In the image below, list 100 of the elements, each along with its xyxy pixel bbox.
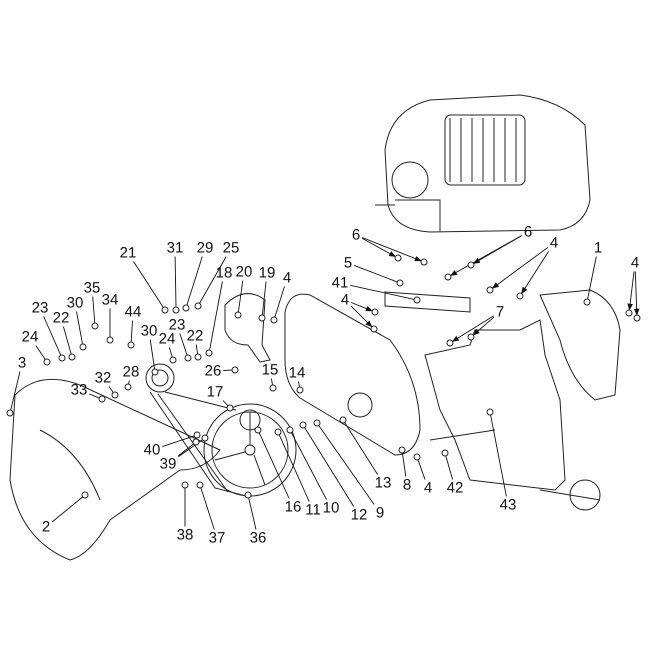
callout-number: 8 — [402, 478, 412, 492]
fastener-part — [182, 304, 190, 312]
fastener-part — [152, 368, 158, 376]
fastener-part — [196, 482, 204, 488]
callout-number: 4 — [548, 236, 560, 250]
fastener-part — [206, 350, 212, 356]
leader-line — [174, 256, 176, 308]
leader-line — [350, 306, 372, 328]
leader-line — [258, 432, 290, 499]
fastener-part — [172, 306, 180, 314]
fastener-part — [414, 454, 420, 460]
callout-number: 37 — [208, 530, 226, 546]
callout-number: 44 — [124, 304, 142, 320]
leader-line — [130, 320, 133, 342]
fastener-part — [192, 438, 200, 446]
fastener-part — [634, 314, 640, 322]
leader-line — [184, 488, 186, 527]
leader-line — [445, 455, 454, 480]
callout-number: 24 — [20, 330, 40, 344]
fastener-part — [626, 310, 632, 316]
callout-number: 28 — [122, 364, 140, 380]
fastener-part — [398, 446, 406, 454]
leader-line — [304, 427, 354, 507]
fastener-part — [194, 302, 202, 310]
fastener-part — [232, 366, 238, 374]
leader-line — [88, 394, 100, 398]
fastener-part — [396, 280, 404, 286]
leader-line — [587, 256, 597, 300]
fastener-part — [6, 410, 14, 416]
fastener-part — [124, 384, 132, 390]
callout-number: 18 — [214, 266, 234, 280]
fastener-part — [184, 354, 192, 362]
fastener-part — [182, 482, 188, 488]
leader-line — [290, 432, 327, 500]
callout-number: 4 — [422, 480, 434, 496]
leader-line — [209, 281, 223, 351]
callout-number: 42 — [446, 480, 464, 496]
leader-line — [450, 235, 522, 276]
leader-line — [521, 251, 549, 294]
leader-line — [186, 256, 203, 306]
callout-number: 13 — [374, 476, 392, 490]
fastener-part — [234, 312, 242, 318]
callout-number: 1 — [592, 240, 604, 256]
leader-line — [473, 235, 522, 264]
fastener-part — [270, 316, 278, 324]
leader-line — [92, 296, 96, 324]
leader-line — [354, 264, 398, 282]
fastener-part — [58, 354, 66, 362]
callout-number: 19 — [258, 266, 276, 280]
callout-number: 34 — [100, 292, 120, 308]
leader-line — [248, 497, 256, 530]
fastener-part — [446, 340, 454, 346]
leader-line — [402, 452, 406, 477]
fastener-part — [258, 314, 266, 322]
fastener-part — [194, 432, 200, 438]
callout-number: 43 — [498, 498, 518, 512]
fastener-part — [486, 408, 494, 416]
leader-line — [108, 386, 114, 393]
leader-line — [270, 378, 273, 386]
callout-number: 2 — [40, 520, 52, 534]
leader-line — [634, 271, 640, 316]
leader-line — [298, 381, 300, 388]
callout-number: 17 — [206, 384, 224, 400]
callout-number: 38 — [176, 528, 194, 542]
fastener-part — [92, 322, 98, 330]
fastener-part — [286, 426, 294, 434]
fastener-part — [44, 358, 50, 366]
callout-number: 3 — [16, 356, 28, 370]
fastener-part — [98, 396, 106, 402]
callout-number: 26 — [204, 364, 222, 378]
leader-line — [418, 459, 426, 480]
leader-line — [274, 286, 285, 318]
callout-number: 40 — [142, 442, 162, 458]
fastener-part — [226, 404, 234, 412]
leader-line — [35, 345, 46, 360]
leader-line — [238, 280, 244, 312]
fastener-part — [486, 286, 494, 294]
leader-line — [168, 347, 173, 358]
callout-number: 15 — [260, 362, 280, 378]
fastener-part — [420, 258, 428, 266]
fastener-part — [516, 292, 524, 300]
callout-number: 9 — [374, 506, 386, 520]
leader-line — [178, 443, 194, 456]
leader-line — [150, 339, 156, 370]
fastener-part — [394, 254, 402, 262]
callout-number: 20 — [234, 264, 254, 280]
callout-number: 29 — [196, 240, 214, 256]
fastener-part — [82, 492, 88, 498]
fastener-part — [468, 334, 474, 340]
callout-number: 21 — [118, 246, 138, 260]
fastener-part — [314, 420, 320, 426]
callout-number: 12 — [350, 508, 368, 522]
callout-number: 23 — [168, 318, 186, 332]
leader-line — [262, 281, 267, 316]
callout-number: 11 — [304, 502, 322, 518]
callout-number: 7 — [494, 304, 506, 320]
fastener-part — [112, 392, 118, 398]
leader-line — [162, 435, 195, 448]
fastener-part — [68, 354, 76, 360]
callout-number: 4 — [340, 292, 350, 308]
